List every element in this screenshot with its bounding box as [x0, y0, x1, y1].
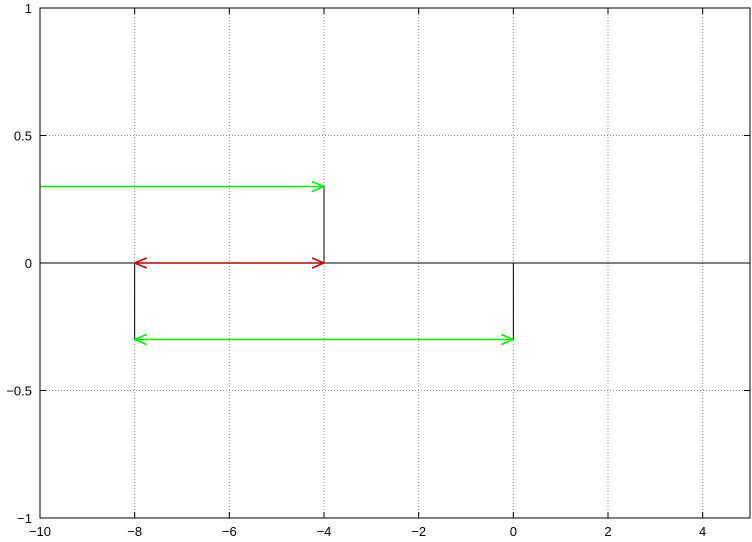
y-tick-label: −0.5	[6, 384, 32, 399]
arrow-head	[311, 180, 326, 193]
x-tick-label: −4	[317, 524, 332, 539]
arrow-head	[132, 257, 147, 269]
y-tick-label: −1	[17, 511, 32, 526]
y-tick-label: 0	[25, 256, 32, 271]
arrow-head	[132, 333, 147, 346]
y-tick-label: 0.5	[14, 129, 32, 144]
x-tick-label: −6	[222, 524, 237, 539]
x-tick-label: −2	[411, 524, 426, 539]
x-tick-label: 2	[604, 524, 611, 539]
x-tick-label: −8	[127, 524, 142, 539]
x-tick-label: 4	[699, 524, 706, 539]
x-tick-label: −10	[29, 524, 51, 539]
arrows	[40, 180, 516, 346]
y-tick-label: 1	[25, 1, 32, 16]
arrow-head	[501, 333, 516, 346]
ticks	[39, 7, 750, 519]
tick-labels: −10 −8 −6 −4 −2 0 2 4 −1 −0.5 0 0.5 1	[6, 1, 706, 539]
arrow-head	[311, 257, 326, 269]
x-tick-label: 0	[510, 524, 517, 539]
